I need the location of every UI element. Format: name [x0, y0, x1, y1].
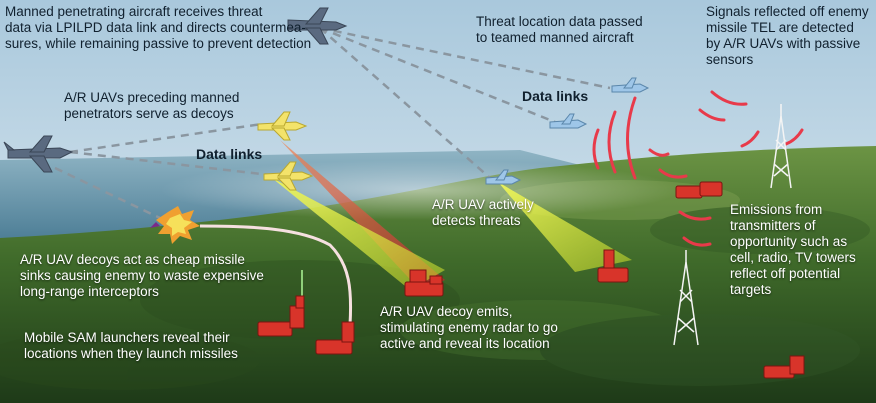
data-links-label-left: Data links [196, 146, 263, 162]
signal-arc-icon [658, 168, 688, 179]
emissions-annotation: Emissions from transmitters of opportuni… [730, 202, 856, 297]
uav-detects-annotation: A/R UAV actively detects threats [432, 197, 534, 228]
signal-arc-icon [648, 148, 670, 157]
data-links-label-right: Data links [522, 88, 589, 104]
sam-launcher-icon [315, 321, 355, 355]
radio-tower-icon [673, 250, 699, 346]
decoy-uav-icon [257, 111, 308, 141]
sam-launcher-icon [404, 269, 444, 297]
decoy-emits-annotation: A/R UAV decoy emits, stimulating enemy r… [380, 304, 558, 351]
data-link-line [69, 150, 271, 177]
data-links [54, 26, 611, 220]
manned-aircraft-annotation: Manned penetrating aircraft receives thr… [5, 4, 312, 51]
explosion-icon [150, 206, 200, 244]
signal-arc-icon [698, 108, 726, 122]
data-link-line [319, 27, 491, 179]
terrain-texture [0, 180, 870, 390]
coast-haze [160, 160, 680, 220]
data-link-line [54, 166, 161, 220]
uav-icon [611, 77, 650, 93]
fighter-jet-icon [3, 135, 74, 173]
signal-arc-icon [740, 130, 760, 148]
data-link-line [319, 26, 556, 124]
signals-reflected-annotation: Signals reflected off enemy missile TEL … [706, 4, 869, 67]
uav-icon [485, 169, 522, 185]
data-link-line [319, 26, 611, 90]
signal-arc-icon [678, 210, 712, 221]
decoy-uav-icon [263, 161, 314, 191]
sam-launcher-icon [763, 355, 805, 379]
signal-arc-icon [784, 128, 804, 146]
threat-location-annotation: Threat location data passed to teamed ma… [476, 14, 643, 45]
decoy-uav-annotation: A/R UAVs preceding manned penetrators se… [64, 90, 240, 121]
data-link-line [69, 122, 263, 154]
signal-arc-icon [710, 90, 748, 106]
sam-launcher-icon [597, 249, 629, 283]
sam-launchers [257, 181, 805, 379]
mobile-sam-annotation: Mobile SAM launchers reveal their locati… [24, 330, 238, 361]
signal-arc-icon [682, 236, 712, 247]
signal-arcs [592, 90, 804, 247]
fighter-jet-icon [287, 7, 348, 45]
signal-arc-icon [607, 110, 617, 174]
sam-launcher-icon [257, 295, 305, 337]
missile-sinks-annotation: A/R UAV decoys act as cheap missile sink… [20, 252, 264, 299]
radio-tower-icon [770, 104, 792, 189]
detection-beam [498, 182, 632, 272]
missile-trail [199, 224, 353, 326]
signal-arc-icon [626, 96, 637, 180]
decoy-emission-beam [272, 178, 445, 290]
sam-launcher-icon [675, 181, 723, 199]
signal-arc-icon [592, 128, 600, 170]
uav-icon [549, 113, 588, 129]
